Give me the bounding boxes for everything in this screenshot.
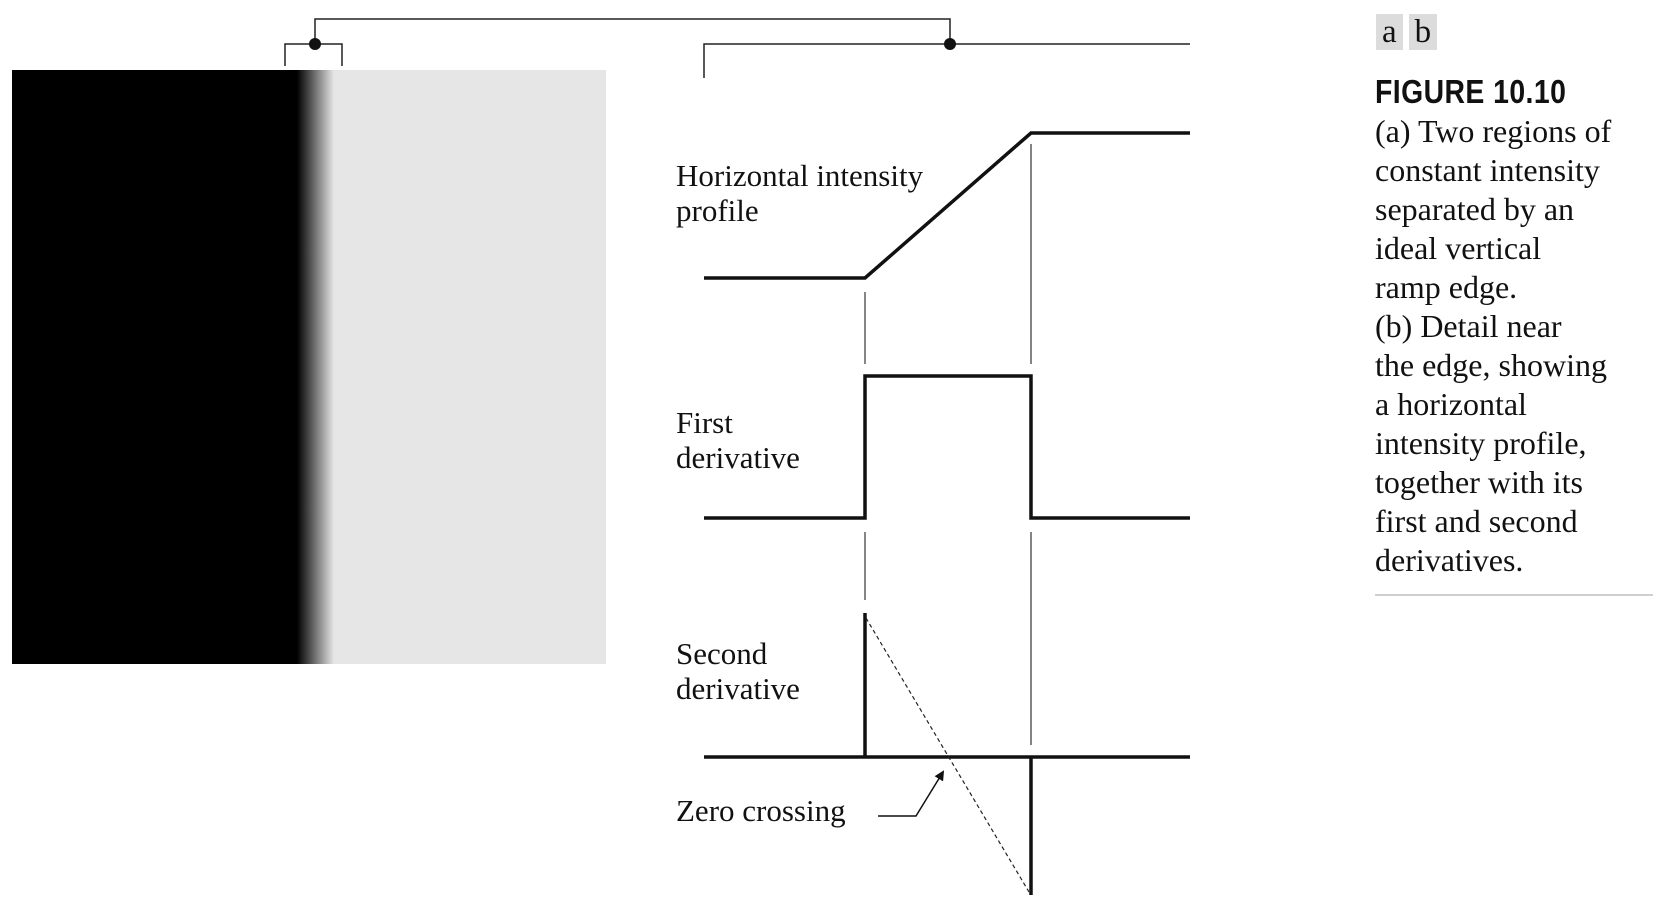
- bracket-dot-right: [944, 38, 956, 50]
- zero-crossing-dashed-line: [865, 617, 1030, 893]
- first-derivative-label: First derivative: [676, 405, 800, 475]
- panel-letters: a b: [1376, 14, 1438, 50]
- bracket-dot-left: [309, 38, 321, 50]
- first-derivative-curve: [704, 374, 1190, 520]
- zero-crossing-label: Zero crossing: [676, 793, 846, 828]
- intensity-profile-label: Horizontal intensity profile: [676, 158, 924, 228]
- figure-caption-text: (a) Two regions of constant intensity se…: [1375, 113, 1612, 578]
- panel-connector-bracket: [284, 18, 1190, 78]
- intensity-profile-curve: [704, 131, 1190, 280]
- ramp-edge-image: [12, 70, 606, 664]
- panel-letter-b: b: [1408, 14, 1438, 50]
- panel-letter-a: a: [1376, 14, 1403, 50]
- figure-title: FIGURE 10.10: [1375, 73, 1567, 110]
- zero-crossing-pointer-arrow: [878, 770, 945, 817]
- second-derivative-label: Second derivative: [676, 636, 800, 706]
- edge-profile-diagram: [284, 18, 1190, 895]
- figure-caption: FIGURE 10.10 (a) Two regions of constant…: [1375, 72, 1653, 596]
- edge-guide-lines: [864, 144, 1032, 745]
